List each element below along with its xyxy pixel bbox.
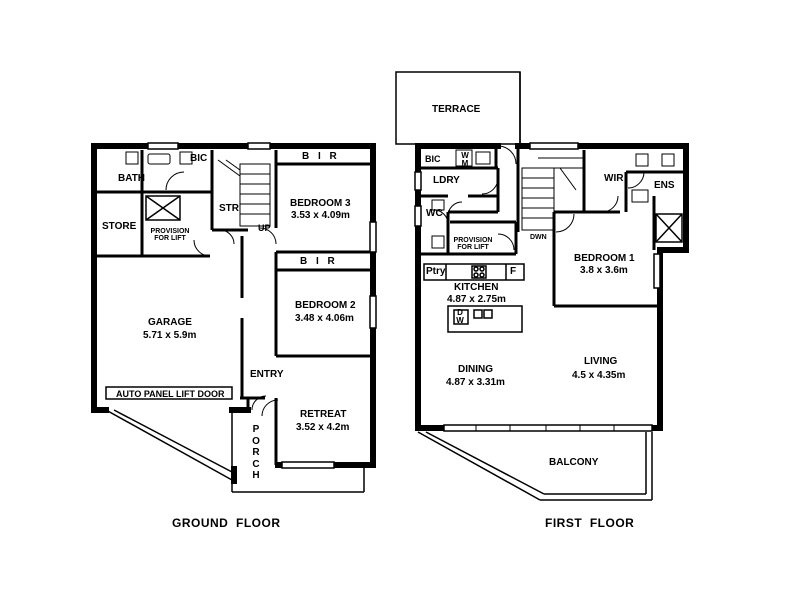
bath-label: BATH: [118, 173, 146, 184]
bir-mid-label: B I R: [300, 256, 338, 267]
ground-floor-plan: [91, 142, 377, 493]
ground-door-swings: [165, 171, 279, 417]
ground-stairs: [217, 159, 271, 227]
first-door-swings: [433, 145, 645, 251]
first-lift-shaft: [655, 213, 683, 243]
porch-label: PORCH: [252, 424, 260, 481]
retreat-name: RETREAT: [300, 409, 347, 420]
dining-name: DINING: [458, 364, 493, 375]
garage-door: [105, 386, 233, 400]
stairs-down-label: DWN: [530, 234, 547, 241]
garage-name: GARAGE: [148, 317, 192, 328]
washing-machine-label: W M: [461, 151, 469, 169]
first-bic-label: BIC: [425, 154, 441, 164]
ground-lift-shaft: [145, 195, 181, 221]
porch-pillar: [231, 466, 237, 484]
stairs-up-label: UP: [258, 223, 271, 233]
first-lift-label: PROVISION FOR LIFT: [453, 237, 493, 252]
first-windows: [414, 142, 661, 432]
balcony-outline: [417, 431, 653, 501]
bedroom1-name: BEDROOM 1: [574, 253, 635, 264]
fridge-label: F: [510, 266, 517, 277]
pantry-label: Ptry: [426, 266, 446, 277]
store-label: STORE: [102, 221, 137, 232]
garage-door-label: AUTO PANEL LIFT DOOR: [116, 389, 225, 399]
garage-size: 5.71 x 5.9m: [143, 330, 197, 341]
ground-floor-caption: GROUND FLOOR: [172, 516, 281, 530]
bir-top-label: B I R: [302, 151, 340, 162]
first-window-mullions: [475, 425, 615, 431]
bedroom3-name: BEDROOM 3: [290, 198, 351, 209]
laundry-label: LDRY: [433, 175, 460, 186]
terrace-label: TERRACE: [432, 104, 481, 115]
ground-windows: [147, 142, 377, 469]
living-name: LIVING: [584, 356, 618, 367]
bic-label: BIC: [190, 153, 208, 164]
retreat-size: 3.52 x 4.2m: [296, 422, 350, 433]
bedroom2-size: 3.48 x 4.06m: [295, 313, 354, 324]
laundry-fixtures: [431, 149, 491, 249]
bedroom2-name: BEDROOM 2: [295, 300, 356, 311]
bedroom3-size: 3.53 x 4.09m: [291, 210, 350, 221]
porch-outline: [105, 409, 365, 493]
kitchen-name: KITCHEN: [454, 282, 499, 293]
ground-interior-walls: [94, 150, 373, 465]
ens-label: ENS: [654, 180, 675, 191]
first-floor-caption: FIRST FLOOR: [545, 516, 635, 530]
bedroom1-size: 3.8 x 3.6m: [580, 265, 628, 276]
wir-label: WIR: [604, 173, 624, 184]
str-label: STR: [219, 203, 239, 214]
ensuite-fixtures: [631, 153, 675, 203]
ground-lift-label: PROVISION FOR LIFT: [150, 228, 190, 243]
living-size: 4.5 x 4.35m: [572, 370, 626, 381]
bath-fixtures: [125, 151, 193, 165]
first-stairs: [521, 157, 584, 231]
entry-label: ENTRY: [250, 369, 284, 380]
kitchen-fixtures: [423, 263, 525, 333]
balcony-label: BALCONY: [549, 457, 599, 468]
dishwasher-label: D W: [456, 308, 464, 326]
dining-size: 4.87 x 3.31m: [446, 377, 505, 388]
first-floor-plan: [395, 71, 689, 501]
kitchen-size: 4.87 x 2.75m: [447, 294, 506, 305]
wc-label: WC: [426, 208, 443, 219]
